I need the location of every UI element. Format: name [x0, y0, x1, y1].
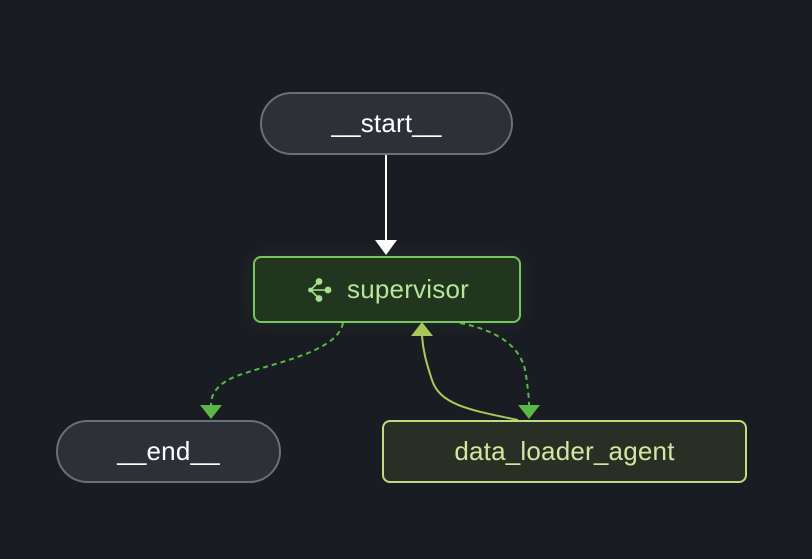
- node-supervisor[interactable]: supervisor: [253, 256, 521, 323]
- node-start[interactable]: __start__: [260, 92, 513, 155]
- edge-supervisor-to-data-loader: [459, 322, 530, 406]
- edge-supervisor-to-end: [210, 322, 344, 406]
- edge-start-to-supervisor-arrowhead: [375, 240, 397, 255]
- edge-data-loader-to-supervisor: [421, 335, 519, 421]
- node-data-loader-agent[interactable]: data_loader_agent: [382, 420, 747, 483]
- agent-network-icon: [308, 277, 332, 302]
- edge-supervisor-to-data-loader-arrowhead: [518, 405, 540, 419]
- node-data-loader-agent-label: data_loader_agent: [454, 436, 675, 466]
- edge-data-loader-to-supervisor-arrowhead: [411, 322, 433, 336]
- node-end-label: __end__: [117, 436, 220, 466]
- node-end[interactable]: __end__: [56, 420, 281, 483]
- node-start-label: __start__: [331, 108, 442, 138]
- edge-supervisor-to-end-arrowhead: [200, 405, 222, 419]
- node-supervisor-label: supervisor: [347, 274, 469, 304]
